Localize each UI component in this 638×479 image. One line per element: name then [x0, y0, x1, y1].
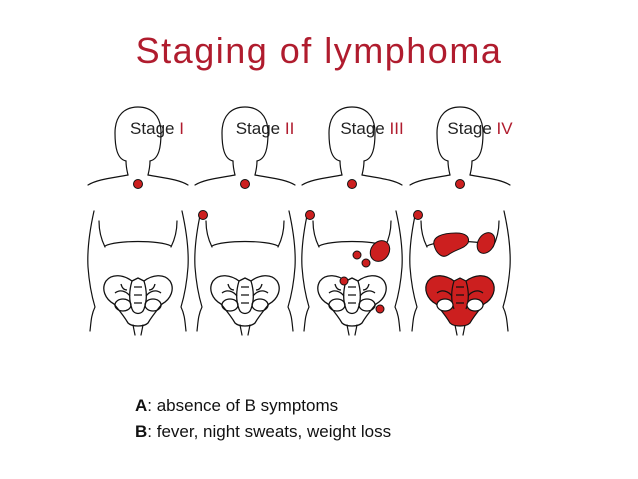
stage-label-prefix: Stage: [447, 119, 497, 138]
stage-label-prefix: Stage: [235, 119, 285, 138]
stage-label-numeral: III: [389, 119, 404, 138]
lymph-node: [352, 250, 362, 260]
spleen: [369, 240, 391, 262]
lymph-node: [413, 210, 423, 220]
lymph-node: [240, 179, 250, 189]
lymph-node: [198, 210, 208, 220]
legend-text: : absence of B symptoms: [147, 396, 339, 415]
stage-label-prefix: Stage: [130, 119, 180, 138]
body-figure-stage-3: [301, 106, 403, 336]
legend-key: A: [135, 396, 148, 415]
legend-item-a: A: absence of B symptoms: [135, 396, 338, 416]
spleen: [476, 232, 496, 254]
body-figure-stage-1: [87, 106, 189, 336]
legend-text: : fever, night sweats, weight loss: [147, 422, 392, 441]
body-figure-stage-4: [409, 106, 511, 336]
stage-label-1: Stage I: [130, 119, 184, 139]
lymph-node: [347, 179, 357, 189]
lymph-node: [361, 258, 371, 268]
stage-label-numeral: II: [284, 119, 295, 138]
lymph-node: [375, 304, 385, 314]
liver: [433, 232, 469, 257]
page-title: Staging of lymphoma: [135, 30, 503, 71]
body-figure-stage-2: [194, 106, 296, 336]
stage-label-2: Stage II: [236, 119, 295, 139]
legend-key: B: [135, 422, 148, 441]
lymph-node: [339, 276, 349, 286]
stage-label-numeral: IV: [496, 119, 513, 138]
stage-label-numeral: I: [179, 119, 184, 138]
lymph-node: [455, 179, 465, 189]
legend-item-b: B: fever, night sweats, weight loss: [135, 422, 391, 442]
lymph-node: [133, 179, 143, 189]
stage-label-4: Stage IV: [447, 119, 512, 139]
lymph-node: [305, 210, 315, 220]
